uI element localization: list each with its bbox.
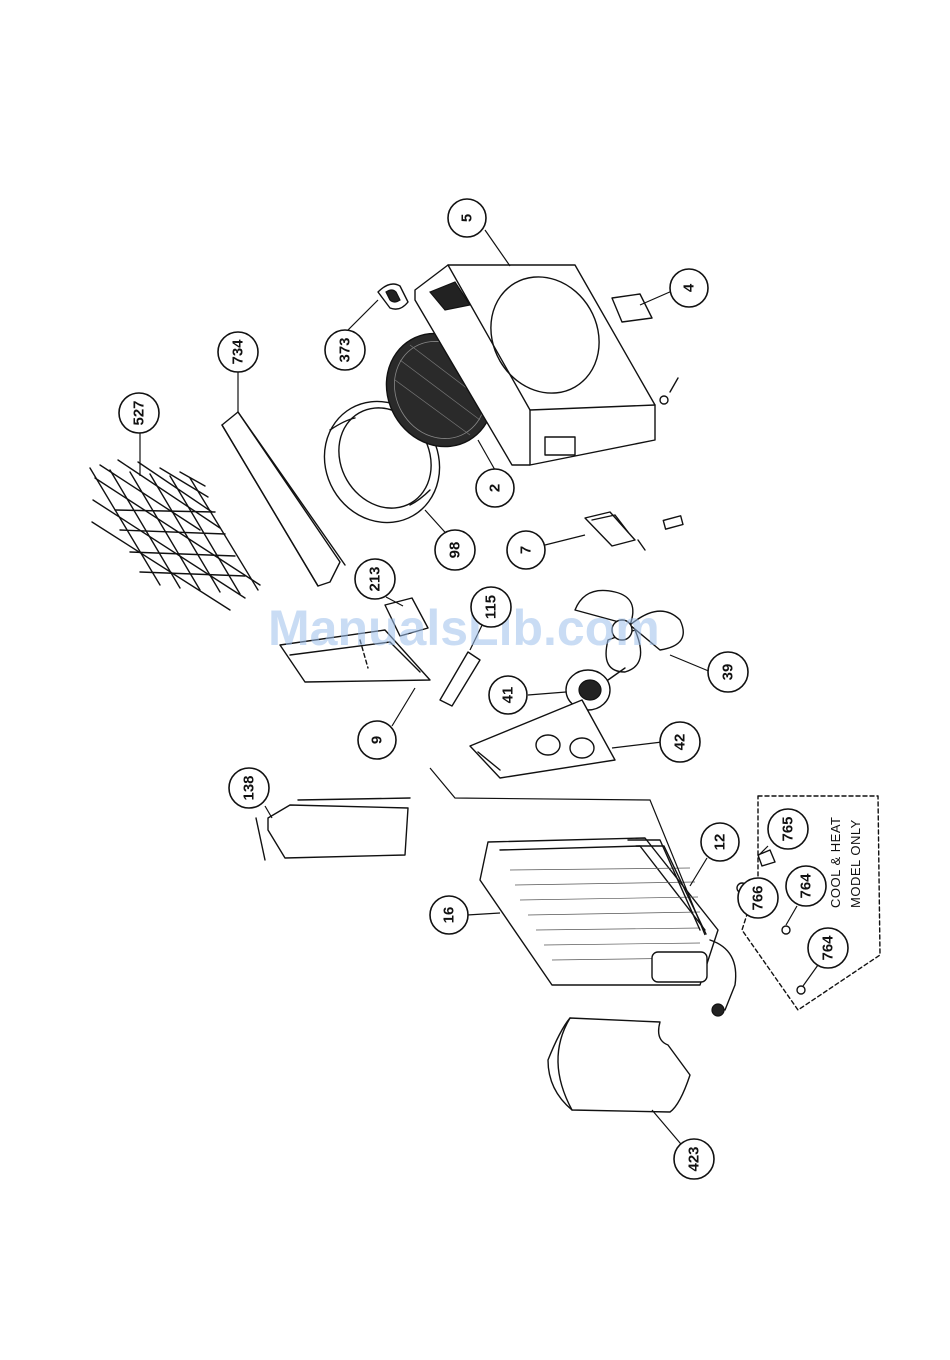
watermark-text: ManualsLib.com — [268, 600, 660, 656]
callout-2: 2 — [476, 469, 514, 507]
insulation-sheet-part — [548, 1018, 690, 1112]
note-line-1: COOL & HEAT — [828, 817, 843, 908]
callout-423: 423 — [674, 1139, 714, 1179]
callout-39-label: 39 — [720, 664, 737, 681]
callout-2-label: 2 — [487, 484, 504, 492]
callout-527-label: 527 — [131, 400, 148, 425]
partition-part — [256, 798, 410, 860]
callout-9: 9 — [358, 721, 396, 759]
callout-41-label: 41 — [500, 687, 517, 704]
callout-373: 373 — [325, 330, 365, 370]
callout-5: 5 — [448, 199, 486, 237]
callout-138: 138 — [229, 768, 269, 808]
callout-766: 766 — [738, 878, 778, 918]
callout-4-label: 4 — [681, 283, 698, 292]
label-plate-part — [612, 294, 652, 322]
callout-373-label: 373 — [337, 337, 354, 362]
callout-16-label: 16 — [441, 907, 458, 924]
callout-12: 12 — [701, 823, 739, 861]
heat-exchanger-part — [480, 838, 736, 1016]
callout-5-label: 5 — [459, 214, 476, 222]
clip-part — [440, 652, 480, 706]
callout-213: 213 — [355, 559, 395, 599]
callout-765: 765 — [768, 809, 808, 849]
callout-734-label: 734 — [230, 339, 247, 365]
callout-734: 734 — [218, 332, 258, 372]
callout-115-label: 115 — [483, 595, 500, 619]
motor-bracket-part — [470, 700, 615, 778]
callout-16: 16 — [430, 896, 468, 934]
callout-39: 39 — [708, 652, 748, 692]
cool-heat-note: COOL & HEAT MODEL ONLY — [828, 817, 863, 908]
callout-764-lower: 764 — [808, 928, 848, 968]
callout-764-upper: 764 — [786, 866, 826, 906]
callout-7-label: 7 — [518, 546, 535, 554]
callout-42-label: 42 — [672, 734, 689, 751]
callout-9-label: 9 — [369, 736, 386, 744]
callout-98: 98 — [435, 530, 475, 570]
handle-part — [378, 284, 408, 309]
callout-4: 4 — [670, 269, 708, 307]
callout-423-label: 423 — [686, 1146, 703, 1171]
callout-98-label: 98 — [447, 542, 464, 559]
note-line-2: MODEL ONLY — [848, 819, 863, 908]
callout-527: 527 — [119, 393, 159, 433]
callout-115: 115 — [471, 587, 511, 627]
callout-764-upper-label: 764 — [798, 873, 815, 899]
screw-part — [660, 378, 678, 404]
bracket-part — [585, 512, 683, 550]
callout-765-label: 765 — [780, 816, 797, 841]
callout-766-label: 766 — [750, 885, 767, 910]
callout-764-lower-label: 764 — [820, 935, 837, 961]
callout-12-label: 12 — [712, 834, 729, 851]
callout-7: 7 — [507, 531, 545, 569]
callout-213-label: 213 — [367, 566, 384, 591]
callout-42: 42 — [660, 722, 700, 762]
wire-guard-grid-part — [90, 460, 260, 610]
callout-41: 41 — [489, 676, 527, 714]
callout-138-label: 138 — [241, 775, 258, 800]
